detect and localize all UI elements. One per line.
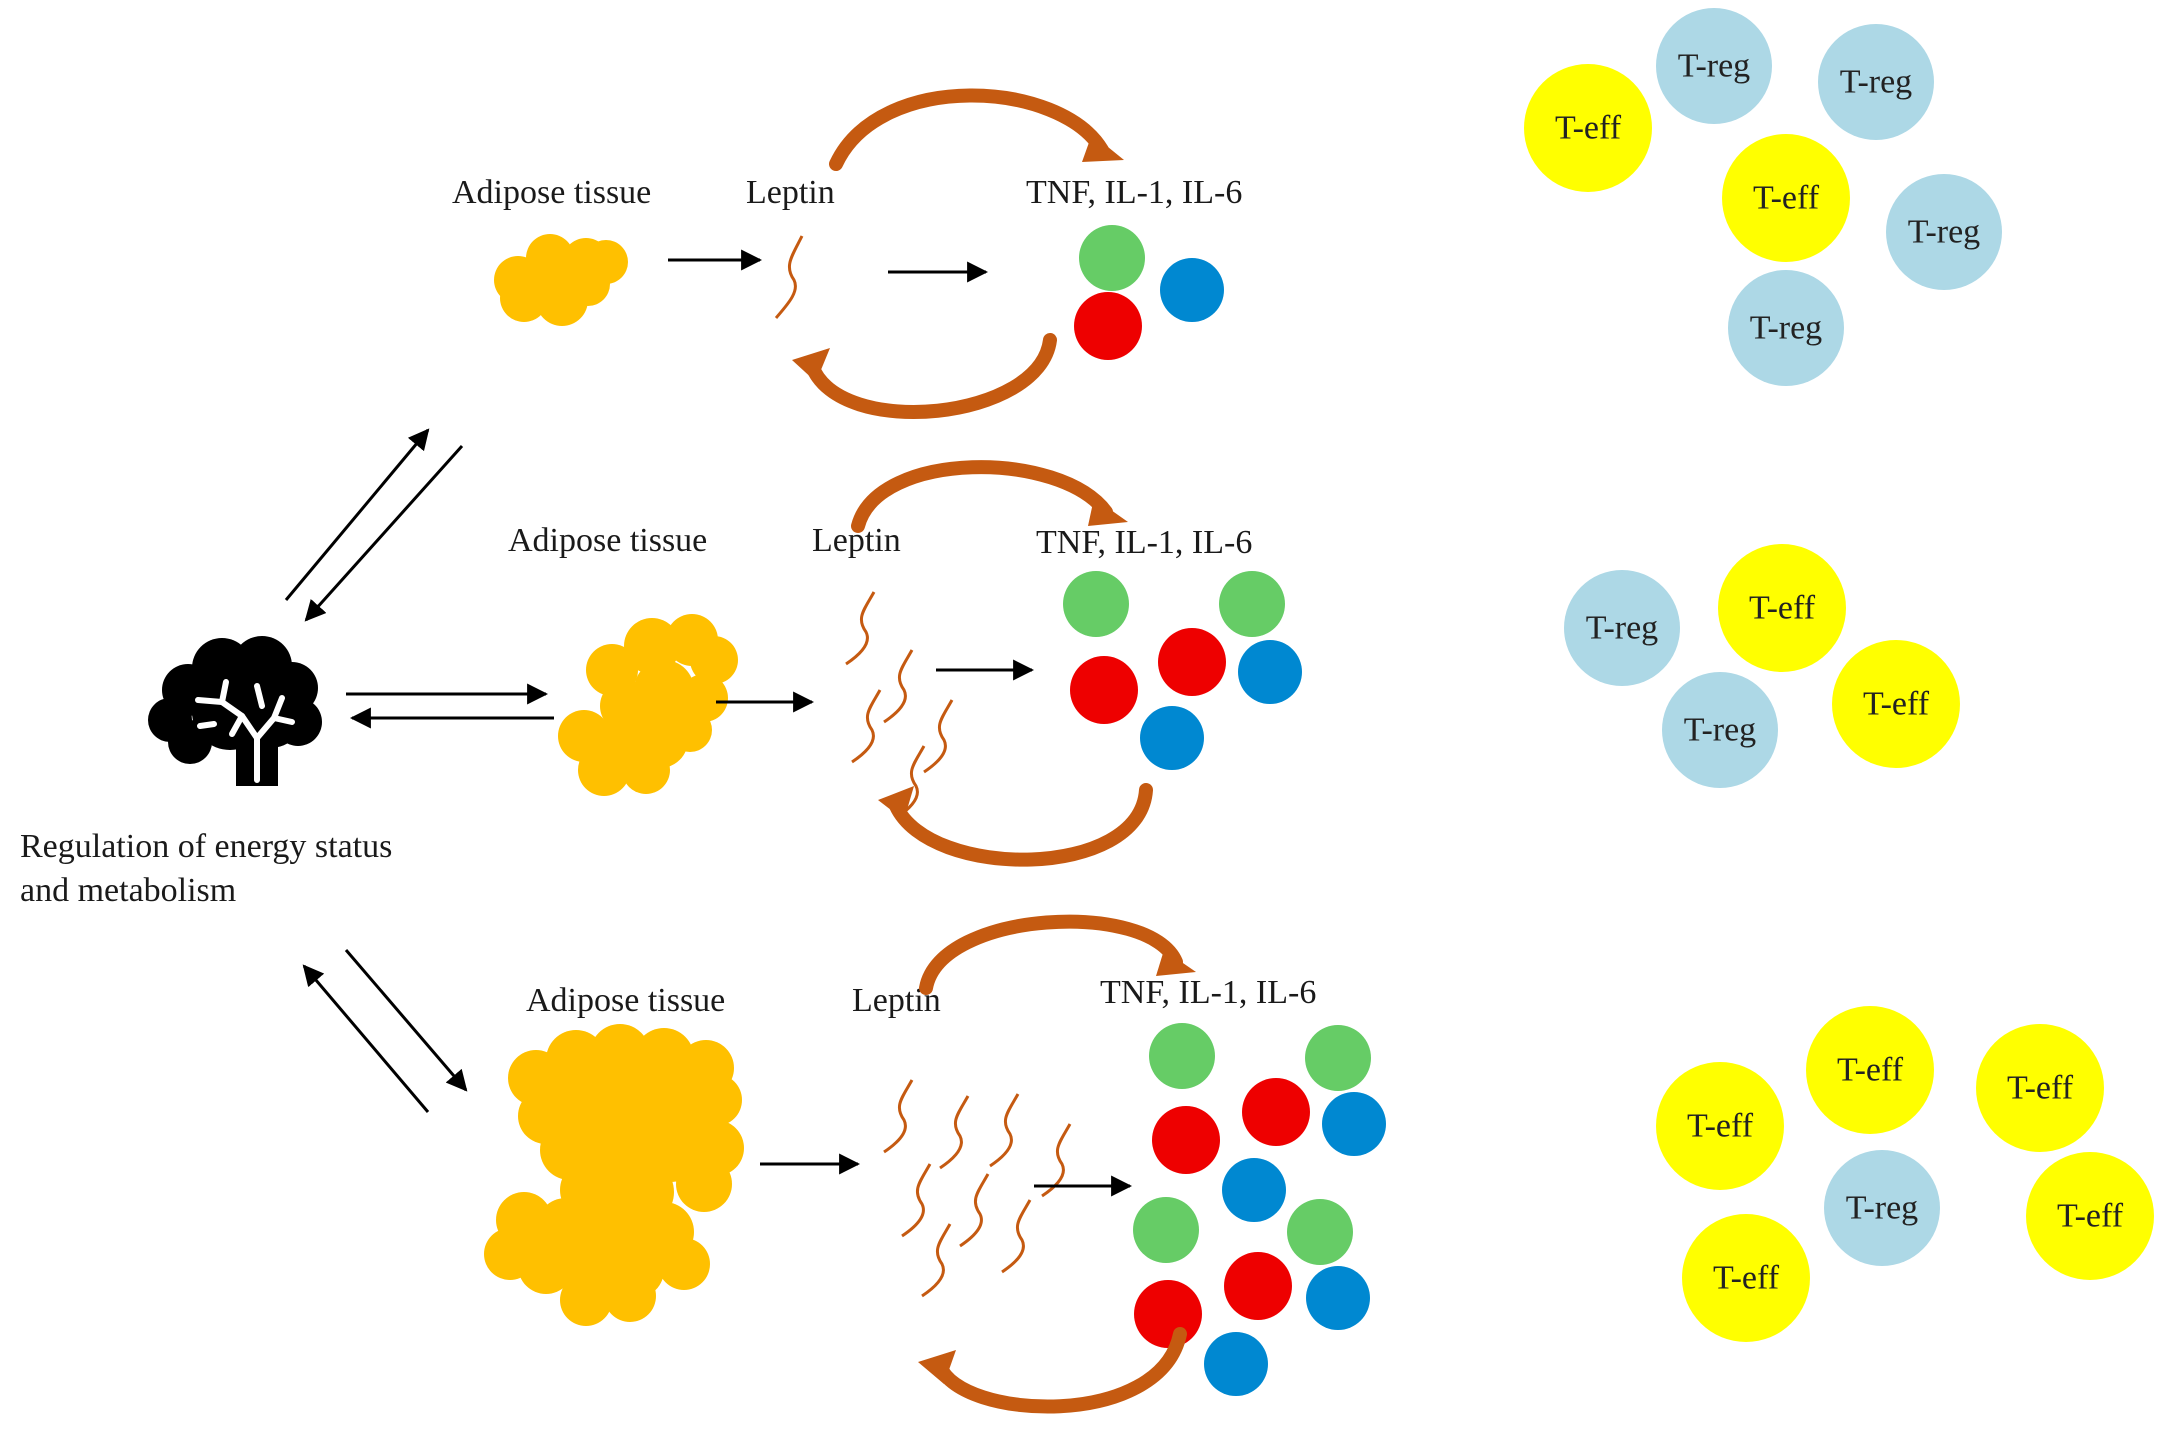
t-reg-cell [1564,570,1680,686]
t-eff-cell [1524,64,1652,192]
feedback-arrow-bottom [918,1327,1187,1414]
brain-exchange-arrows [284,428,554,1113]
cytokine-green [1287,1199,1353,1265]
leptin-strand [774,235,804,319]
panel-3: Adipose tissue Leptin TNF, IL-1, IL-6 [484,914,1386,1414]
cytokine-label: TNF, IL-1, IL-6 [1036,524,1252,561]
cytokine-green [1219,571,1285,637]
t-cell-label: T-reg [1840,64,1912,101]
t-eff-cell [1718,544,1846,672]
cytokine-label: TNF, IL-1, IL-6 [1026,174,1242,211]
feedback-arrow-top [919,914,1196,995]
leptin-label: Leptin [746,174,835,211]
feedback-arrow-top [829,88,1124,171]
adipose-tissue [494,234,628,326]
cytokine-blue [1306,1266,1370,1330]
t-cell-label: T-reg [1750,310,1822,347]
t-cell-label: T-eff [1713,1260,1780,1297]
t-eff-cell [2026,1152,2154,1280]
t-eff-cell [1806,1006,1934,1134]
t-cell-label: T-reg [1678,48,1750,85]
leptin-strands [883,1079,1072,1298]
brain-caption-line1: Regulation of energy status [20,828,392,865]
cytokine-blue [1140,706,1204,770]
cytokine-red [1242,1078,1310,1146]
t-reg-cell [1656,8,1772,124]
t-eff-cell [1656,1062,1784,1190]
t-reg-cell [1824,1150,1940,1266]
cytokine-blue [1238,640,1302,704]
t-eff-cell [1722,134,1850,262]
leptin-strands [845,591,954,820]
cytokine-green [1133,1197,1199,1263]
cytokine-green [1063,571,1129,637]
t-cell-label: T-eff [1749,590,1816,627]
brain-caption-line2: and metabolism [20,872,236,909]
cytokine-red [1224,1252,1292,1320]
adipose-tissue [558,614,738,796]
t-reg-cell [1818,24,1934,140]
feedback-arrow-bottom [792,333,1057,420]
t-cell-label: T-reg [1908,214,1980,251]
t-cell-label: T-reg [1684,712,1756,749]
cytokine-red [1074,292,1142,360]
t-eff-cell [1976,1024,2104,1152]
t-cell-label: T-eff [1687,1108,1754,1145]
t-reg-cell [1662,672,1778,788]
cytokine-label: TNF, IL-1, IL-6 [1100,974,1316,1011]
cytokine-blue [1204,1332,1268,1396]
cytokine-green [1149,1023,1215,1089]
adipose-label: Adipose tissue [508,522,707,559]
t-cell-label: T-eff [2007,1070,2074,1107]
t-cell-label: T-eff [1863,686,1930,723]
cytokine-red [1158,628,1226,696]
cytokine-blue [1222,1158,1286,1222]
t-reg-cell [1728,270,1844,386]
t-cell-label: T-eff [1837,1052,1904,1089]
adipose-label: Adipose tissue [526,982,725,1019]
t-cell-label: T-reg [1846,1190,1918,1227]
cytokine-blue [1160,258,1224,322]
cytokine-red [1152,1106,1220,1174]
cytokine-green [1079,225,1145,291]
adipose-tissue [484,1024,744,1326]
adipose-label: Adipose tissue [452,174,651,211]
panel-1: Adipose tissue Leptin TNF, IL-1, IL-6 [452,88,1242,420]
t-cell-label: T-eff [1753,180,1820,217]
t-eff-cell [1682,1214,1810,1342]
t-cell-label: T-eff [1555,110,1622,147]
cytokine-green [1305,1025,1371,1091]
cytokine-red [1134,1280,1202,1348]
t-cell-label: T-reg [1586,610,1658,647]
cytokine-red [1070,656,1138,724]
panel-2: Adipose tissue Leptin TNF, IL-1, IL-6 [508,460,1302,867]
feedback-arrow-bottom [878,783,1153,867]
t-cell-label: T-eff [2057,1198,2124,1235]
t-reg-cell [1886,174,2002,290]
cytokine-blue [1322,1092,1386,1156]
feedback-arrow-top [851,460,1128,533]
brain-icon [148,636,322,786]
t-eff-cell [1832,640,1960,768]
